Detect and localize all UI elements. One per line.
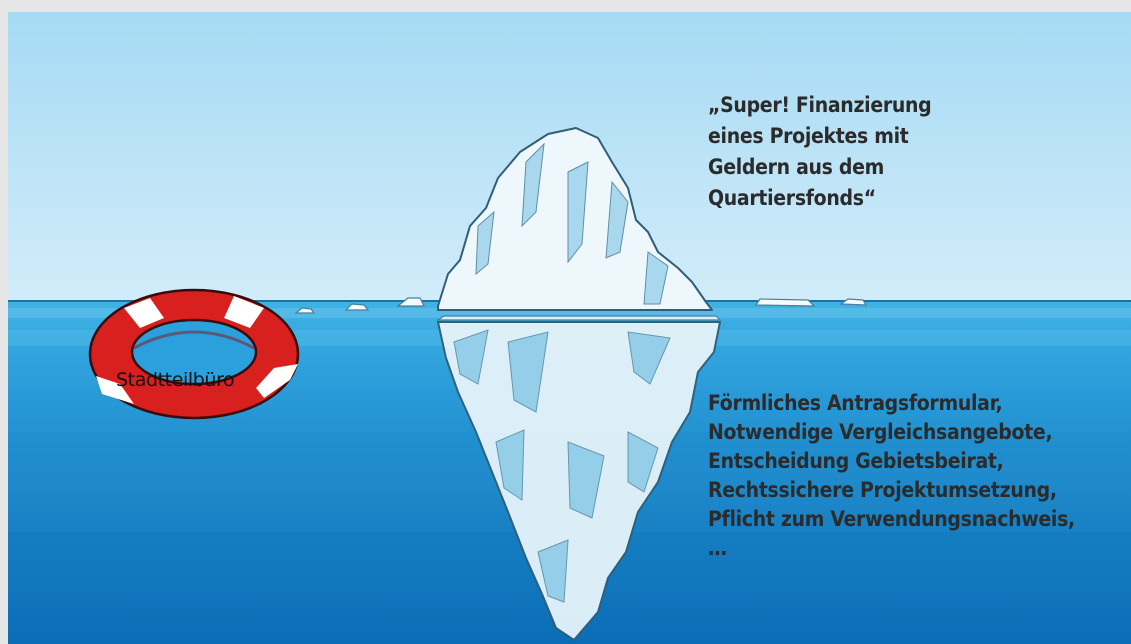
- lifebuoy-icon: [88, 288, 300, 420]
- below-water-line: Notwendige Vergleichsangebote,: [708, 420, 1053, 444]
- iceberg-icon: [437, 127, 721, 641]
- below-water-line: …: [708, 536, 727, 560]
- below-water-line: Rechtssichere Projektumsetzung,: [708, 478, 1057, 502]
- iceberg-scene: [8, 12, 1131, 644]
- below-water-list: Förmliches Antragsformular, Notwendige V…: [708, 389, 1128, 563]
- above-water-text: „Super! Finanzierung eines Projektes mit…: [708, 93, 932, 210]
- lifebuoy-label: Stadtteilbüro: [116, 369, 235, 391]
- ice-floes: [294, 297, 868, 321]
- below-water-line: Förmliches Antragsformular,: [708, 391, 1003, 415]
- below-water-line: Entscheidung Gebietsbeirat,: [708, 449, 1004, 473]
- illustration-frame: „Super! Finanzierung eines Projektes mit…: [8, 12, 1131, 644]
- below-water-line: Pflicht zum Verwendungsnachweis,: [708, 507, 1075, 531]
